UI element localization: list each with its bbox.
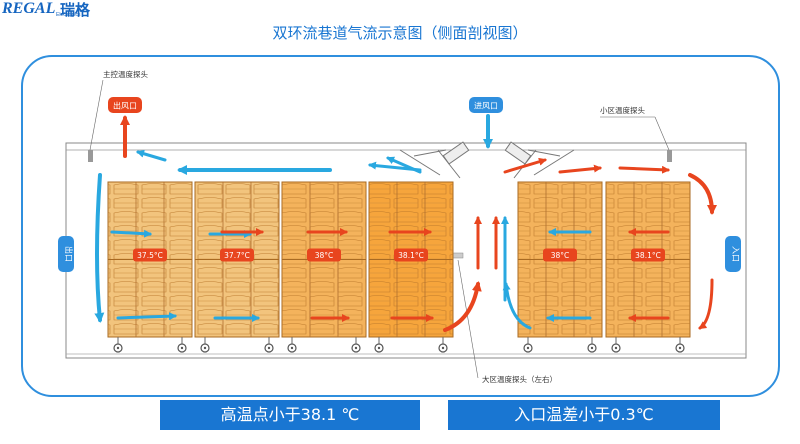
inlet-tag-label: 进风口 xyxy=(474,102,498,111)
rack-temp-label: 38.1°C xyxy=(398,251,424,260)
left-exit-tag xyxy=(58,236,74,272)
zone-probe-label: 小区温度探头 xyxy=(600,105,645,115)
rack-temp-label: 38.1°C xyxy=(635,251,661,260)
footer-banner-right: 入口温差小于0.3℃ xyxy=(448,400,720,430)
rack-flow-arrow xyxy=(110,229,152,238)
center-curve-arrow-2 xyxy=(502,282,532,330)
center-curve-arrow xyxy=(443,281,482,332)
rack-1: 37.5°C xyxy=(107,181,193,338)
rack-flow-arrow xyxy=(116,312,177,321)
top-right-arrow xyxy=(558,164,602,174)
top-right-arrow-2 xyxy=(618,165,670,174)
large-probe-marker xyxy=(452,252,464,259)
rack-temp-badge xyxy=(220,248,254,262)
outlet-tag-label: 出风口 xyxy=(113,101,137,111)
right-entry-label: 入口 xyxy=(731,246,740,262)
inlet-right-arrow xyxy=(503,157,547,174)
top-return-arrow-2 xyxy=(136,149,167,162)
inlet-mechanism xyxy=(399,141,575,179)
logo-cn: 瑞格 xyxy=(60,1,91,19)
outer-frame xyxy=(21,55,780,397)
logo-text: REGAL xyxy=(2,0,56,17)
rack-4: 38.1°C xyxy=(368,181,454,338)
rack-3: 38°C xyxy=(281,181,367,338)
rack-5: 38°C xyxy=(517,181,603,338)
inlet-left-arrow xyxy=(386,156,422,174)
left-down-arrow xyxy=(94,173,105,323)
main-probe-label: 主控温度探头 xyxy=(103,69,148,79)
rack-temp-label: 37.7°C xyxy=(224,251,250,260)
zone-probe-marker xyxy=(667,150,672,162)
rack-temp-badge xyxy=(394,248,428,262)
rack-2: 37.7°C xyxy=(194,181,280,338)
company-logo: REGAL 瑞格 Electronics xyxy=(0,0,92,22)
arrows-group xyxy=(94,114,717,332)
rack-6: 38.1°C xyxy=(605,181,691,338)
left-exit-label: 出口 xyxy=(64,246,74,262)
main-probe-marker xyxy=(88,150,93,162)
right-entry-tag xyxy=(725,236,741,272)
logo-sub: Electronics xyxy=(56,12,81,18)
footer-banner-left: 高温点小于38.1 ℃ xyxy=(160,400,420,430)
rack-temp-badge xyxy=(543,248,577,262)
rack-temp-badge xyxy=(307,248,341,262)
large-probe-label: 大区温度探头（左右） xyxy=(482,374,557,384)
outlet-tag-box xyxy=(108,97,142,113)
rack-temp-badge xyxy=(133,248,167,262)
right-down-arrow xyxy=(688,173,717,215)
inlet-tag-box xyxy=(469,97,503,113)
rack-temp-label: 38°C xyxy=(551,251,570,260)
racks-group: 37.5°C 37.7°C 38°C 38.1°C 38°C 38.1°C xyxy=(107,181,691,338)
rack-temp-label: 38°C xyxy=(315,251,334,260)
rack-temp-label: 37.5°C xyxy=(137,251,163,260)
wheels-group xyxy=(113,337,685,353)
rack-temp-badge xyxy=(631,248,665,262)
right-lower-arrow xyxy=(698,278,714,330)
page-title: 双环流巷道气流示意图（侧面剖视图） xyxy=(272,24,528,42)
